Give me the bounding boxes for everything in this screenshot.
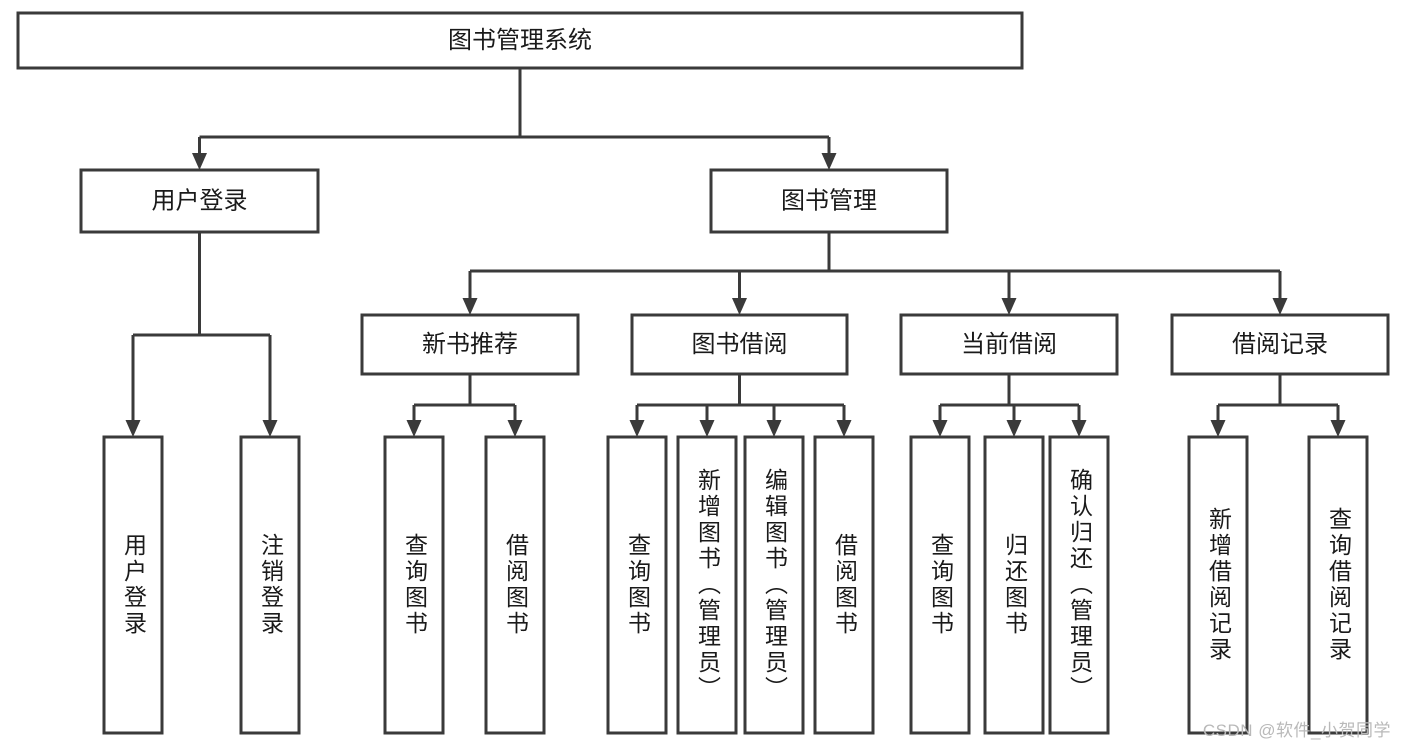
node-label-current-borrow: 当前借阅 [961, 331, 1057, 358]
node-box-book-borrow[interactable] [630, 313, 849, 376]
node-label-borrow-record: 借阅记录 [1232, 331, 1328, 358]
node-box-leaf-query-book-rec[interactable] [383, 435, 445, 735]
node-box-leaf-add-book-bb[interactable] [676, 435, 738, 735]
node-label-new-book-rec: 新书推荐 [422, 331, 518, 358]
node-box-leaf-borrow-book-rec[interactable] [484, 435, 546, 735]
connector-arrow [836, 420, 852, 437]
node-box-leaf-query-record-br[interactable] [1307, 435, 1369, 735]
node-box-new-book-rec[interactable] [360, 313, 580, 376]
node-box-borrow-record[interactable] [1170, 313, 1390, 376]
node-box-leaf-query-book-bb[interactable] [606, 435, 668, 735]
connector-arrow [125, 420, 141, 437]
node-box-leaf-add-record-br[interactable] [1187, 435, 1249, 735]
node-box-leaf-borrow-book-bb[interactable] [813, 435, 875, 735]
connector-arrow [1001, 298, 1017, 315]
connector-arrow [699, 420, 715, 437]
boxes-layer [16, 11, 1390, 735]
node-box-leaf-query-book-cb[interactable] [909, 435, 971, 735]
node-label-root: 图书管理系统 [448, 27, 592, 54]
node-box-leaf-confirm-return-cb[interactable] [1048, 435, 1110, 735]
watermark-text: CSDN @软件_小贺同学 [1202, 721, 1391, 740]
connector-arrow [932, 420, 948, 437]
connector-arrow [1330, 420, 1346, 437]
node-box-user-login[interactable] [79, 168, 320, 234]
connector-arrow [406, 420, 422, 437]
node-box-leaf-return-book-cb[interactable] [983, 435, 1045, 735]
node-label-user-login: 用户登录 [152, 187, 248, 214]
node-box-book-mgmt[interactable] [709, 168, 949, 234]
node-box-leaf-user-logout[interactable] [239, 435, 301, 735]
connector-arrow [192, 153, 207, 170]
node-label-book-mgmt: 图书管理 [781, 187, 877, 214]
node-box-leaf-edit-book-bb[interactable] [743, 435, 805, 735]
connectors-layer [125, 68, 1346, 437]
connector-arrow [1272, 298, 1288, 315]
node-box-root[interactable] [16, 11, 1024, 70]
connector-arrow [1210, 420, 1226, 437]
connector-arrow [766, 420, 782, 437]
connector-arrow [262, 420, 278, 437]
connector-arrow [507, 420, 523, 437]
connector-arrow [732, 298, 747, 315]
connector-arrow [1006, 420, 1022, 437]
connector-arrow [462, 298, 478, 315]
connector-arrow [1071, 420, 1087, 437]
node-box-leaf-user-login[interactable] [102, 435, 164, 735]
node-label-book-borrow: 图书借阅 [692, 331, 788, 358]
node-box-current-borrow[interactable] [899, 313, 1119, 376]
connector-arrow [821, 153, 837, 170]
connector-arrow [629, 420, 645, 437]
